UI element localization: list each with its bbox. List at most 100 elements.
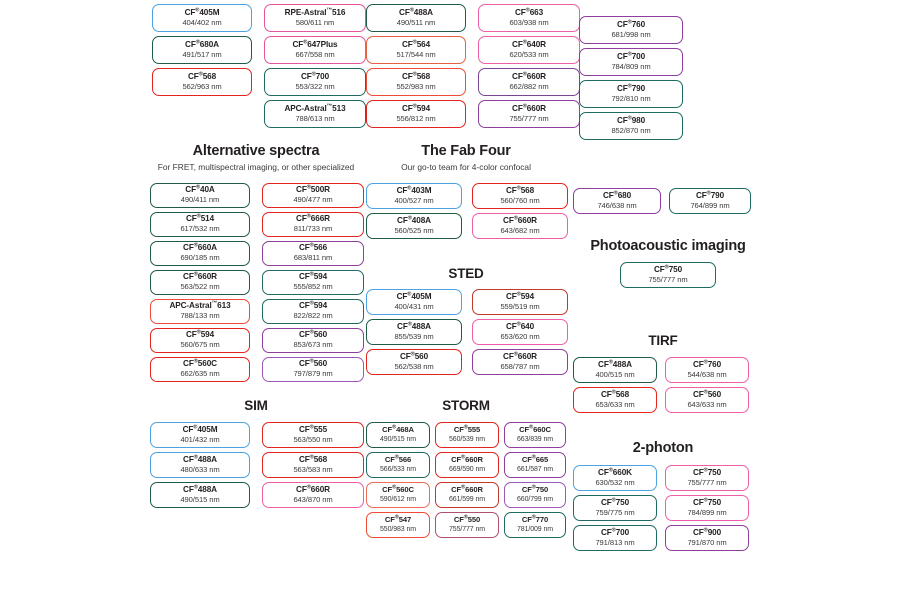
- dye-chip-wavelengths: 784/899 nm: [687, 507, 727, 517]
- dye-group-fab-four: The Fab Four Our go-to team for 4-color …: [366, 143, 568, 239]
- dye-chip-name: CF®750: [521, 484, 549, 494]
- dye-chip-name: CF®640R: [512, 39, 546, 49]
- dye-chip-wavelengths: 490/411 nm: [180, 195, 220, 205]
- dye-chip-wavelengths: 690/185 nm: [180, 253, 220, 263]
- dye-chip-name: CF®663: [514, 7, 544, 17]
- dye-chip-name: CF®560: [399, 351, 429, 361]
- dye-chip-wavelengths: 661/599 nm: [449, 495, 485, 503]
- dye-chip-name: CF®750: [600, 497, 630, 507]
- group-title-fab-four: The Fab Four: [421, 143, 511, 159]
- dye-chip-wavelengths: 490/477 nm: [293, 195, 333, 205]
- dye-chip-name: CF®980: [616, 115, 646, 125]
- dye-chip-name: CF®560C: [382, 484, 414, 494]
- dye-chip-wavelengths: 620/533 nm: [509, 49, 549, 59]
- dye-chip-wavelengths: 562/963 nm: [182, 81, 222, 91]
- dye-chip-name: CF®700: [300, 71, 330, 81]
- dye-chip-name: CF®760: [616, 19, 646, 29]
- dye-chip-name: CF®647Plus: [292, 39, 338, 49]
- dye-chip-wavelengths: 560/675 nm: [180, 340, 220, 350]
- dye-chip-wavelengths: 643/870 nm: [293, 494, 333, 504]
